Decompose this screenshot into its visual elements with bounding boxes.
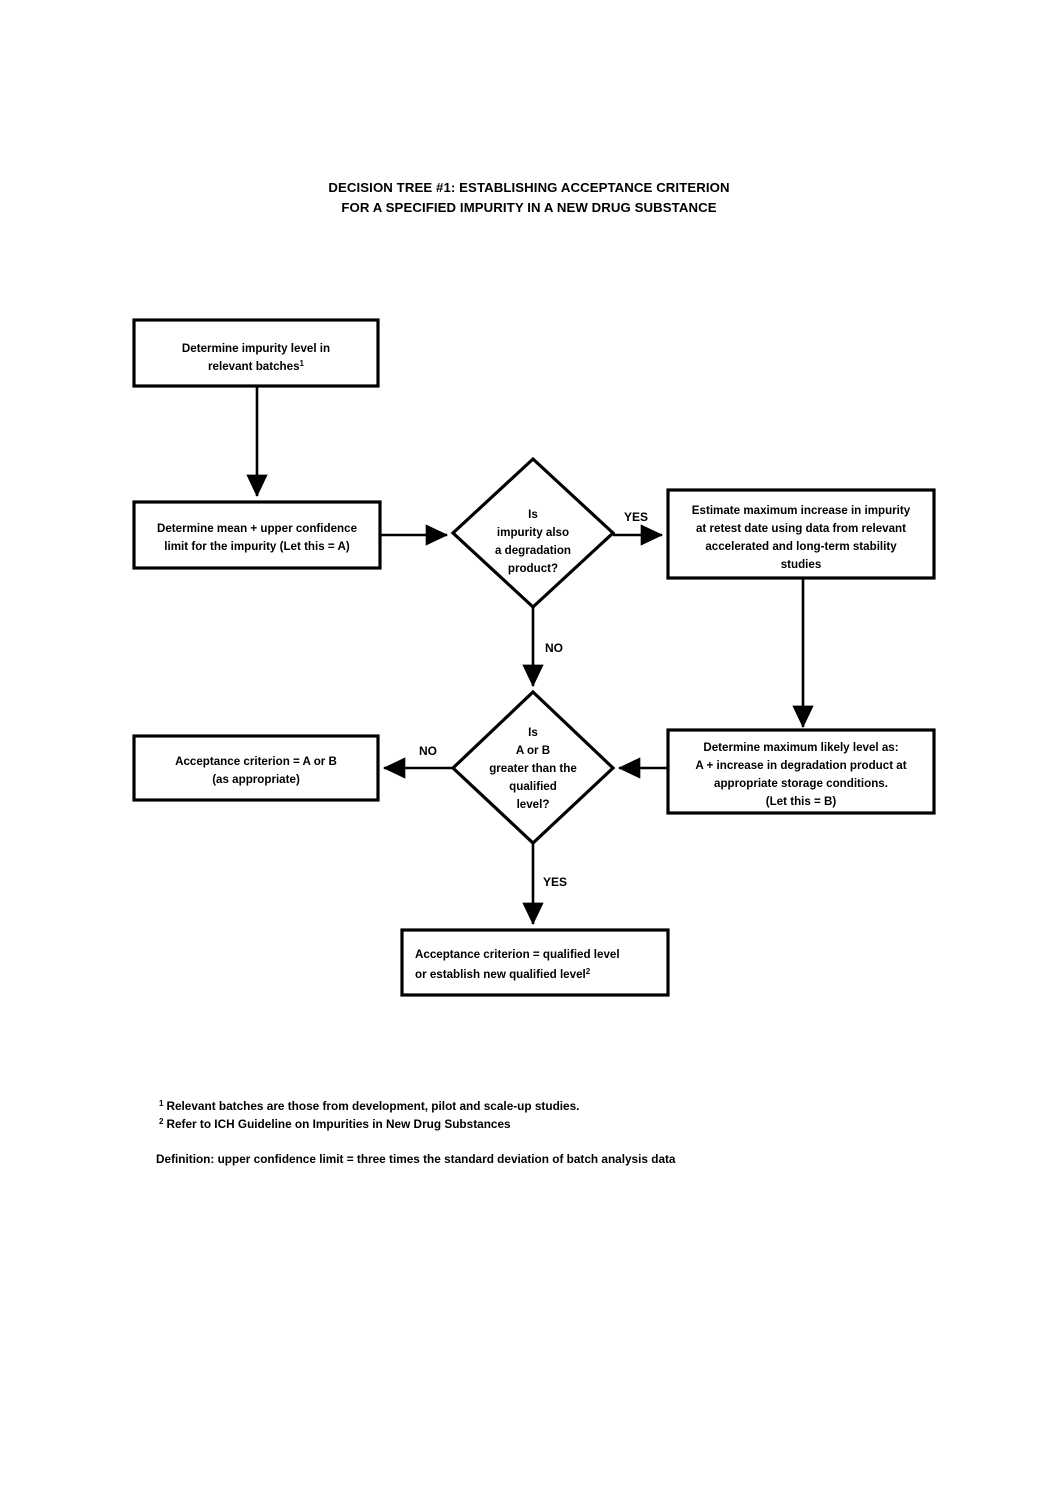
diagram-title-line-2: FOR A SPECIFIED IMPURITY IN A NEW DRUG S… <box>341 200 716 215</box>
node-determine-impurity-level-line-2-group: relevant batches1 <box>208 359 305 373</box>
node-is-greater-than-qualified-line-5: level? <box>517 798 550 811</box>
node-acceptance-qualified-level[interactable]: Acceptance criterion = qualified level o… <box>400 928 670 997</box>
node-estimate-max-increase-line-4: studies <box>781 558 822 571</box>
node-is-greater-than-qualified-line-2: A or B <box>516 744 550 757</box>
footnote-1-text: Relevant batches are those from developm… <box>166 1099 579 1113</box>
node-acceptance-a-or-b-line-1: Acceptance criterion = A or B <box>175 755 337 768</box>
node-is-greater-than-qualified-line-1: Is <box>528 726 538 739</box>
node-determine-max-likely-level-line-3: appropriate storage conditions. <box>714 777 888 790</box>
footnote-ref-1: 1 <box>300 359 305 368</box>
node-determine-max-likely-level[interactable]: Determine maximum likely level as: A + i… <box>666 728 936 815</box>
node-estimate-max-increase-line-1: Estimate maximum increase in impurity <box>692 504 911 517</box>
definition-note: Definition: upper confidence limit = thr… <box>156 1152 676 1166</box>
node-acceptance-a-or-b-line-2: (as appropriate) <box>212 773 300 786</box>
node-is-greater-than-qualified-line-3: greater than the <box>489 762 577 775</box>
footnote-ref-2: 2 <box>586 967 591 976</box>
node-estimate-max-increase-line-2: at retest date using data from relevant <box>696 522 906 535</box>
edge-label-qualified-yes: YES <box>543 875 567 889</box>
node-acceptance-qualified-level-line-2-group: or establish new qualified level2 <box>415 967 591 981</box>
node-determine-max-likely-level-line-1: Determine maximum likely level as: <box>703 741 898 754</box>
edge-label-qualified-no: NO <box>419 744 437 758</box>
footnote-2-marker: 2 <box>159 1117 164 1126</box>
edge-label-degradation-yes: YES <box>624 510 648 524</box>
footnote-2-text: Refer to ICH Guideline on Impurities in … <box>166 1117 511 1131</box>
node-acceptance-qualified-level-line-2: or establish new qualified level <box>415 968 586 981</box>
node-determine-max-likely-level-line-4: (Let this = B) <box>766 795 837 808</box>
node-is-degradation-product-line-4: product? <box>508 562 558 575</box>
node-determine-impurity-level-line-2: relevant batches <box>208 360 300 373</box>
node-acceptance-a-or-b[interactable]: Acceptance criterion = A or B (as approp… <box>132 734 380 802</box>
node-estimate-max-increase-line-3: accelerated and long-term stability <box>705 540 897 553</box>
edge-label-degradation-no: NO <box>545 641 563 655</box>
node-is-greater-than-qualified-line-4: qualified <box>509 780 557 793</box>
node-determine-max-likely-level-line-2: A + increase in degradation product at <box>695 759 906 772</box>
node-determine-mean-ucl-line-2: limit for the impurity (Let this = A) <box>164 540 350 553</box>
diagram-title-line-1: DECISION TREE #1: ESTABLISHING ACCEPTANC… <box>328 180 729 195</box>
node-is-degradation-product[interactable]: Is impurity also a degradation product? <box>450 456 616 610</box>
node-determine-mean-ucl-line-1: Determine mean + upper confidence <box>157 522 358 535</box>
footnote-1-marker: 1 <box>159 1099 164 1108</box>
node-is-greater-than-qualified[interactable]: Is A or B greater than the qualified lev… <box>450 689 616 846</box>
node-is-degradation-product-line-3: a degradation <box>495 544 571 557</box>
node-is-degradation-product-line-2: impurity also <box>497 526 569 539</box>
node-determine-impurity-level-line-1: Determine impurity level in <box>182 342 330 355</box>
node-is-degradation-product-line-1: Is <box>528 508 538 521</box>
node-acceptance-qualified-level-line-1: Acceptance criterion = qualified level <box>415 948 620 961</box>
node-determine-impurity-level[interactable]: Determine impurity level in relevant bat… <box>132 318 380 388</box>
node-determine-mean-ucl[interactable]: Determine mean + upper confidence limit … <box>132 500 382 570</box>
node-estimate-max-increase[interactable]: Estimate maximum increase in impurity at… <box>666 488 936 580</box>
